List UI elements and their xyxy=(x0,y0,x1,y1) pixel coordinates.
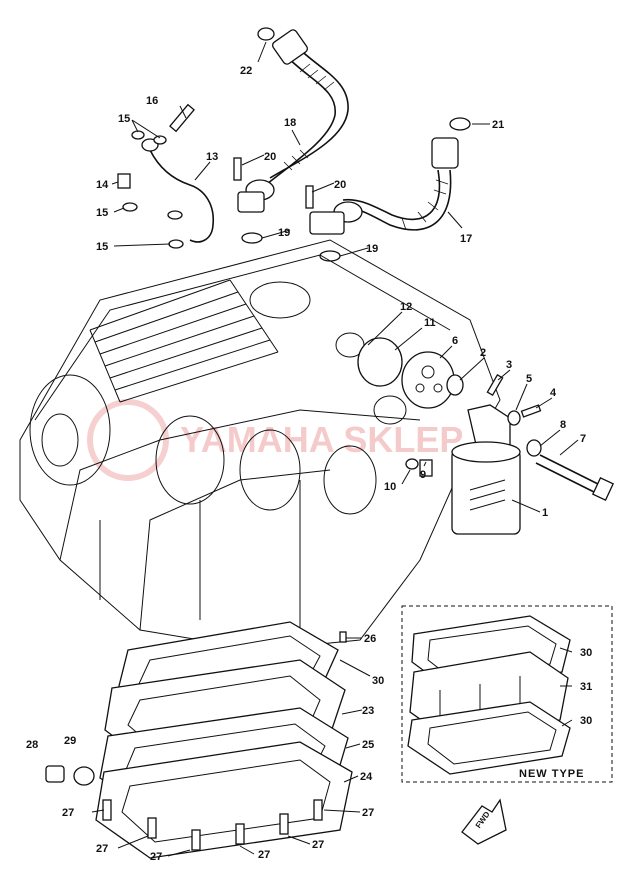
callout-27-b: 27 xyxy=(96,843,108,855)
cylinder-head-fins xyxy=(89,279,279,403)
washer-8 xyxy=(526,439,542,457)
oil-hose-17 xyxy=(309,137,459,235)
oil-filter-cover-6 xyxy=(401,351,455,409)
callout-1: 1 xyxy=(542,507,548,519)
callout-2: 2 xyxy=(480,347,486,359)
callout-14: 14 xyxy=(96,179,109,191)
washer-29 xyxy=(73,766,95,786)
callout-6: 6 xyxy=(452,335,458,347)
watermark-text: YAMAHA SKLEP xyxy=(180,419,463,460)
callout-3: 3 xyxy=(506,359,512,371)
callout-26: 26 xyxy=(364,633,376,645)
oil-filter-element-1 xyxy=(451,404,521,535)
callout-10: 10 xyxy=(384,481,396,493)
bolts-20 xyxy=(233,157,314,209)
callout-25: 25 xyxy=(362,739,374,751)
new-type-inset: NEW TYPE xyxy=(401,605,613,783)
callout-30-inset-bottom: 30 xyxy=(580,715,592,727)
o-rings-19 xyxy=(241,232,341,262)
oil-pipe-13 xyxy=(117,103,215,249)
plug-9 xyxy=(419,459,433,477)
callout-27-d: 27 xyxy=(258,849,270,861)
callout-27-c: 27 xyxy=(150,851,162,863)
callout-7: 7 xyxy=(580,433,586,445)
callout-11: 11 xyxy=(424,317,436,329)
callout-23: 23 xyxy=(362,705,374,717)
callout-31: 31 xyxy=(580,681,592,693)
bolt-7 xyxy=(535,454,615,501)
callout-17: 17 xyxy=(460,233,472,245)
callout-27-f: 27 xyxy=(362,807,374,819)
callout-27-a: 27 xyxy=(62,807,74,819)
callout-20-right: 20 xyxy=(334,179,346,191)
callout-numbers: 1 2 3 4 5 6 7 8 9 10 11 12 13 14 15 15 1… xyxy=(26,65,592,863)
callout-27-e: 27 xyxy=(312,839,324,851)
washer-21 xyxy=(449,117,471,131)
washer-10 xyxy=(405,458,419,470)
callout-18: 18 xyxy=(284,117,296,129)
callout-9: 9 xyxy=(420,469,426,481)
drain-plug-28 xyxy=(45,765,65,783)
oil-hose-18 xyxy=(237,29,349,213)
callout-28: 28 xyxy=(26,739,38,751)
callout-15-low: 15 xyxy=(96,241,108,253)
new-type-label: NEW TYPE xyxy=(519,768,584,780)
callout-29: 29 xyxy=(64,735,76,747)
washer-5 xyxy=(507,410,521,426)
engine-crankcase xyxy=(19,239,501,651)
callout-21: 21 xyxy=(492,119,504,131)
callout-24: 24 xyxy=(360,771,373,783)
callout-19-right: 19 xyxy=(366,243,378,255)
callout-15-top: 15 xyxy=(118,113,130,125)
washer-22 xyxy=(257,27,275,41)
callout-15-mid: 15 xyxy=(96,207,108,219)
callout-22: 22 xyxy=(240,65,252,77)
callout-30-inset-top: 30 xyxy=(580,647,592,659)
callout-30-main: 30 xyxy=(372,675,384,687)
callout-19-left: 19 xyxy=(278,227,290,239)
callout-20-left: 20 xyxy=(264,151,276,163)
callout-8: 8 xyxy=(560,419,566,431)
callout-16: 16 xyxy=(146,95,158,107)
callout-4: 4 xyxy=(550,387,557,399)
o-ring-2 xyxy=(446,374,464,396)
callout-13: 13 xyxy=(206,151,218,163)
o-ring-11 xyxy=(357,337,403,387)
callout-12: 12 xyxy=(400,301,412,313)
leader-lines xyxy=(91,41,579,857)
clip-26 xyxy=(339,631,347,643)
bolt-4 xyxy=(520,404,542,418)
fwd-arrow-icon: FWD xyxy=(461,798,507,845)
callout-5: 5 xyxy=(526,373,532,385)
